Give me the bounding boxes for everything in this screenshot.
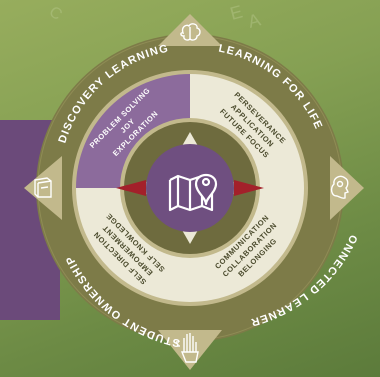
head-lightbulb-icon	[330, 175, 349, 199]
watermark-letter: C	[46, 3, 65, 24]
hand-raised-icon	[176, 333, 199, 363]
compass-point-right	[330, 156, 364, 220]
watermark-letter: E	[228, 1, 245, 23]
watermark-letter: A	[246, 9, 263, 31]
red-arrow-right	[234, 180, 264, 196]
brain-icon	[180, 23, 201, 41]
book-icon	[34, 177, 52, 198]
map-pin-icon	[168, 173, 218, 212]
red-arrow-left	[116, 180, 146, 196]
